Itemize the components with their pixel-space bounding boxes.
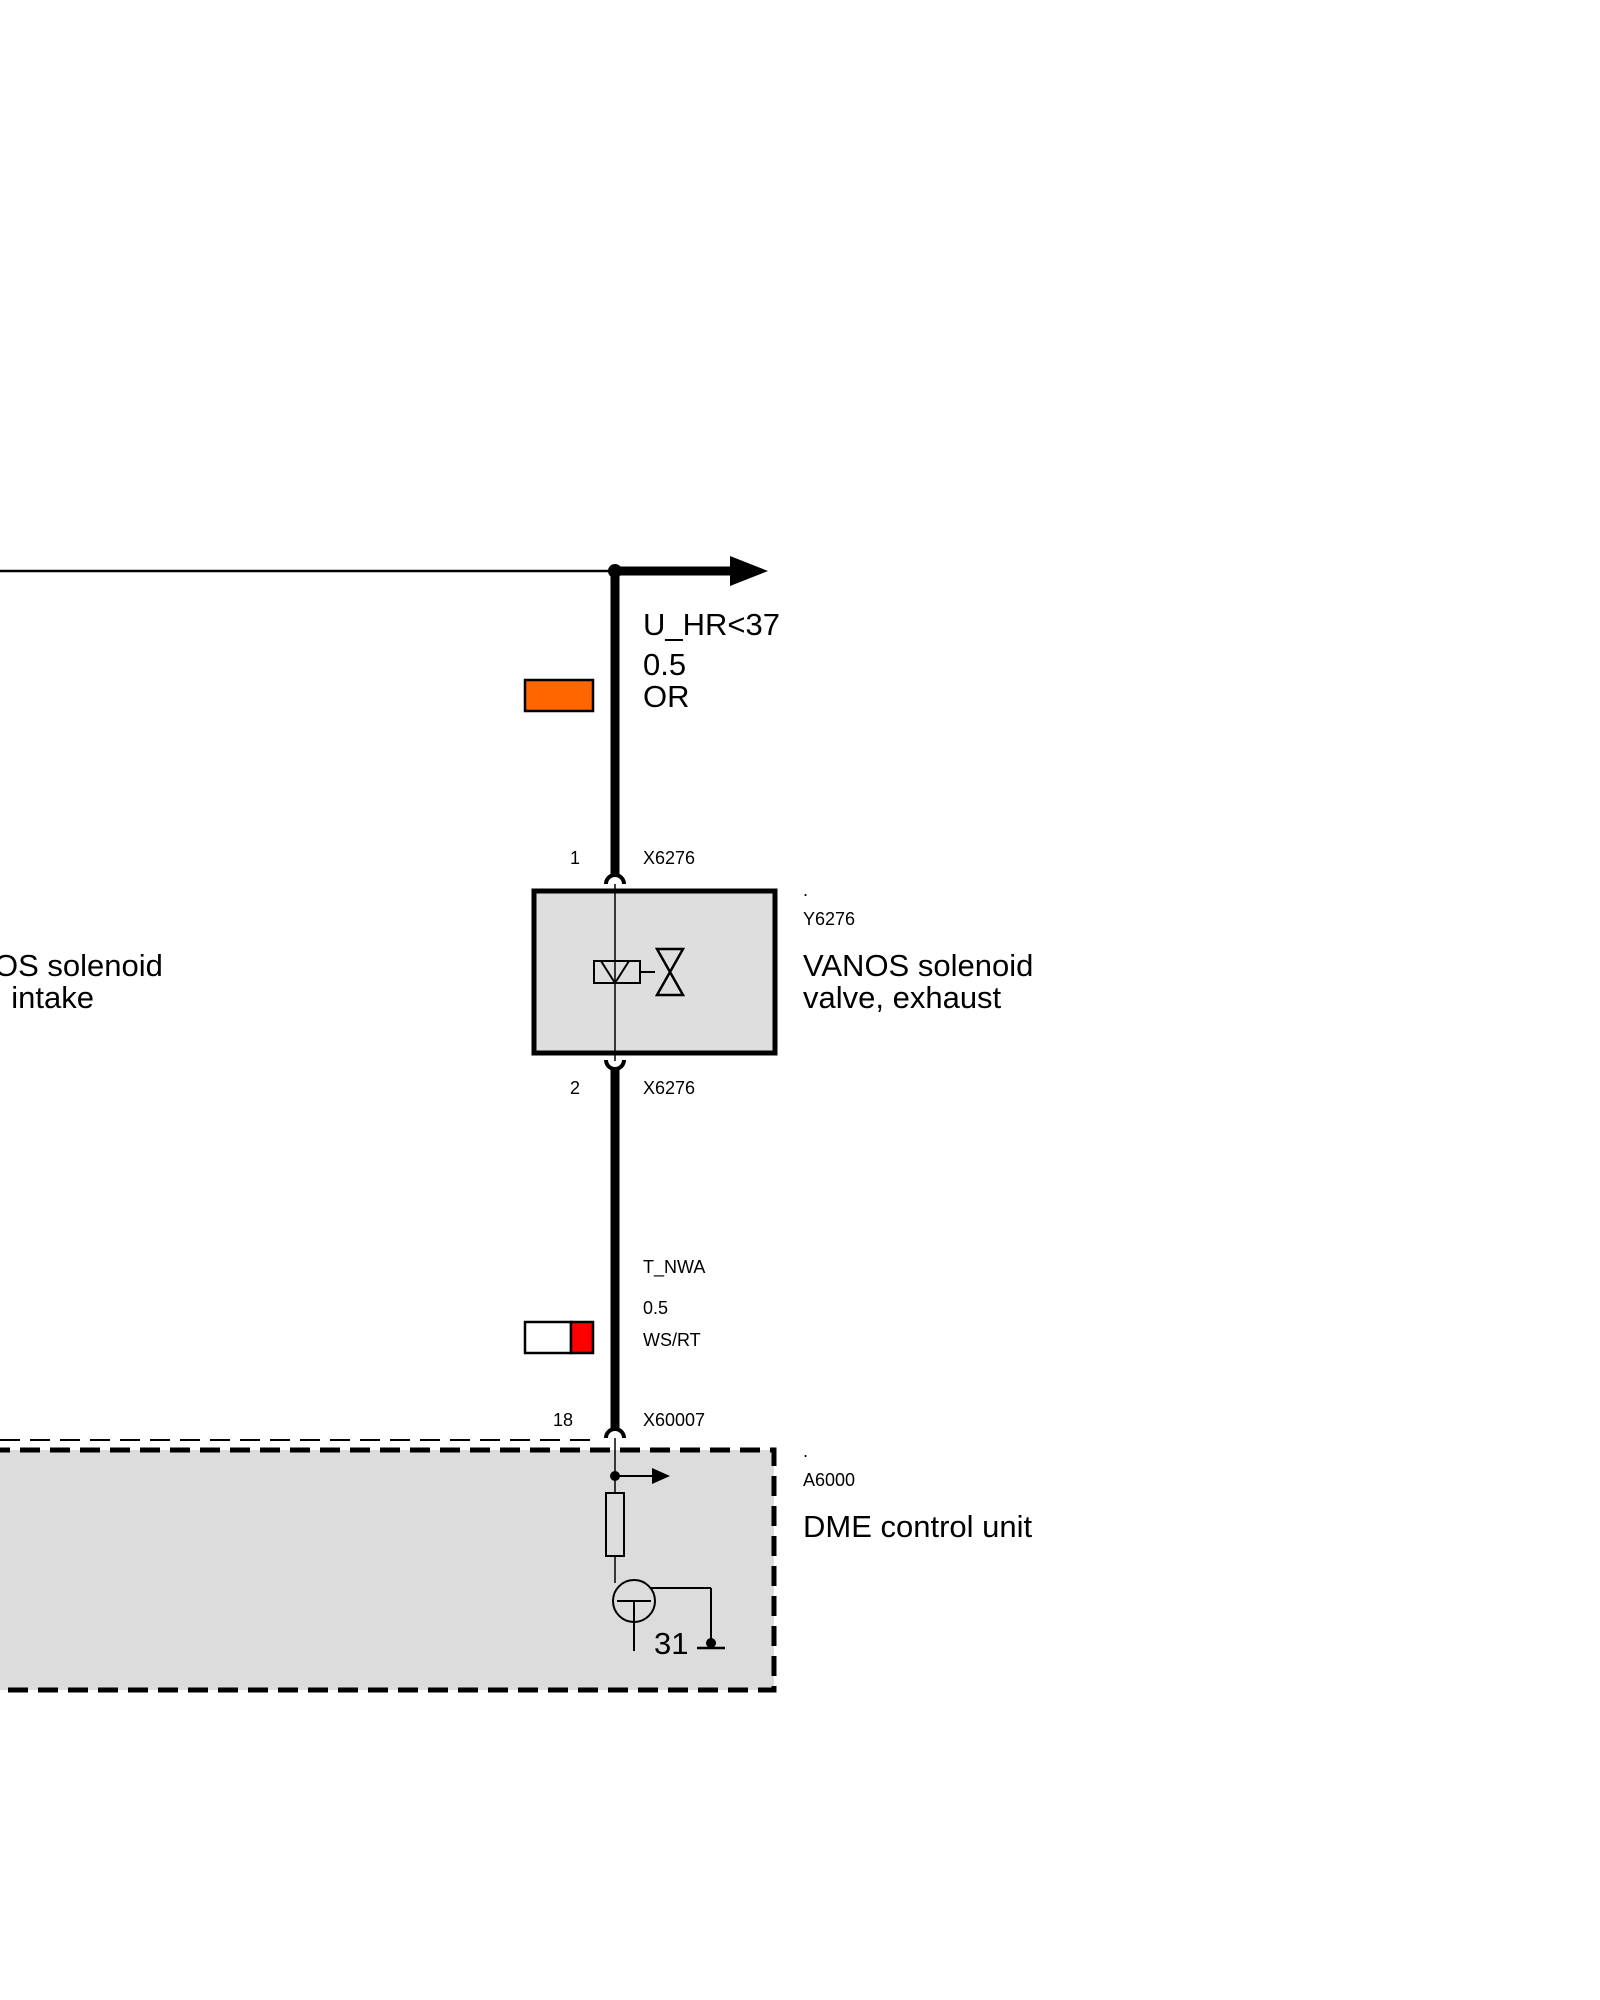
connector-hook-top xyxy=(604,873,626,885)
continuation-arrow-icon xyxy=(730,556,768,586)
left-component-name-line1: OS solenoid xyxy=(0,948,163,983)
wire-color-code-top: OR xyxy=(643,679,690,714)
wire-color-swatch-orange xyxy=(523,678,595,713)
solenoid-diode-mark xyxy=(600,960,630,985)
pin-number-2: 2 xyxy=(570,1078,580,1098)
wire-color-swatch-white xyxy=(523,1320,573,1355)
pin-number-18: 18 xyxy=(553,1410,573,1430)
wire-size-top: 0.5 xyxy=(643,647,686,682)
internal-tap-arrow-icon xyxy=(652,1468,670,1484)
component-name-a6000: DME control unit xyxy=(803,1509,1033,1544)
component-dot-y6276: . xyxy=(803,880,808,900)
ground-terminal-dot xyxy=(706,1638,716,1648)
connector-id-x60007: X60007 xyxy=(643,1410,705,1430)
wire-color-swatch-red xyxy=(569,1320,595,1355)
component-box-a6000[interactable] xyxy=(0,1447,777,1693)
left-component-name-line2: , intake xyxy=(0,980,94,1015)
wire-size-bottom: 0.5 xyxy=(643,1298,668,1318)
connector-hook-bottom xyxy=(604,1059,626,1071)
ground-label-31: 31 xyxy=(654,1626,688,1661)
connector-id-x6276-top: X6276 xyxy=(643,848,695,868)
component-id-a6000: A6000 xyxy=(803,1470,855,1490)
connector-hook-a6000 xyxy=(604,1427,626,1439)
component-name-y6276-line1: VANOS solenoid xyxy=(803,948,1033,983)
component-dot-a6000: . xyxy=(803,1441,808,1461)
component-name-y6276-line2: valve, exhaust xyxy=(803,980,1002,1015)
valve-icon xyxy=(654,947,686,997)
connector-id-x6276-bottom: X6276 xyxy=(643,1078,695,1098)
signal-name-bottom: T_NWA xyxy=(643,1257,705,1278)
signal-name-top: U_HR<37 xyxy=(643,607,780,642)
pin-number-1: 1 xyxy=(570,848,580,868)
wire-color-code-bottom: WS/RT xyxy=(643,1330,701,1350)
component-id-y6276: Y6276 xyxy=(803,909,855,929)
